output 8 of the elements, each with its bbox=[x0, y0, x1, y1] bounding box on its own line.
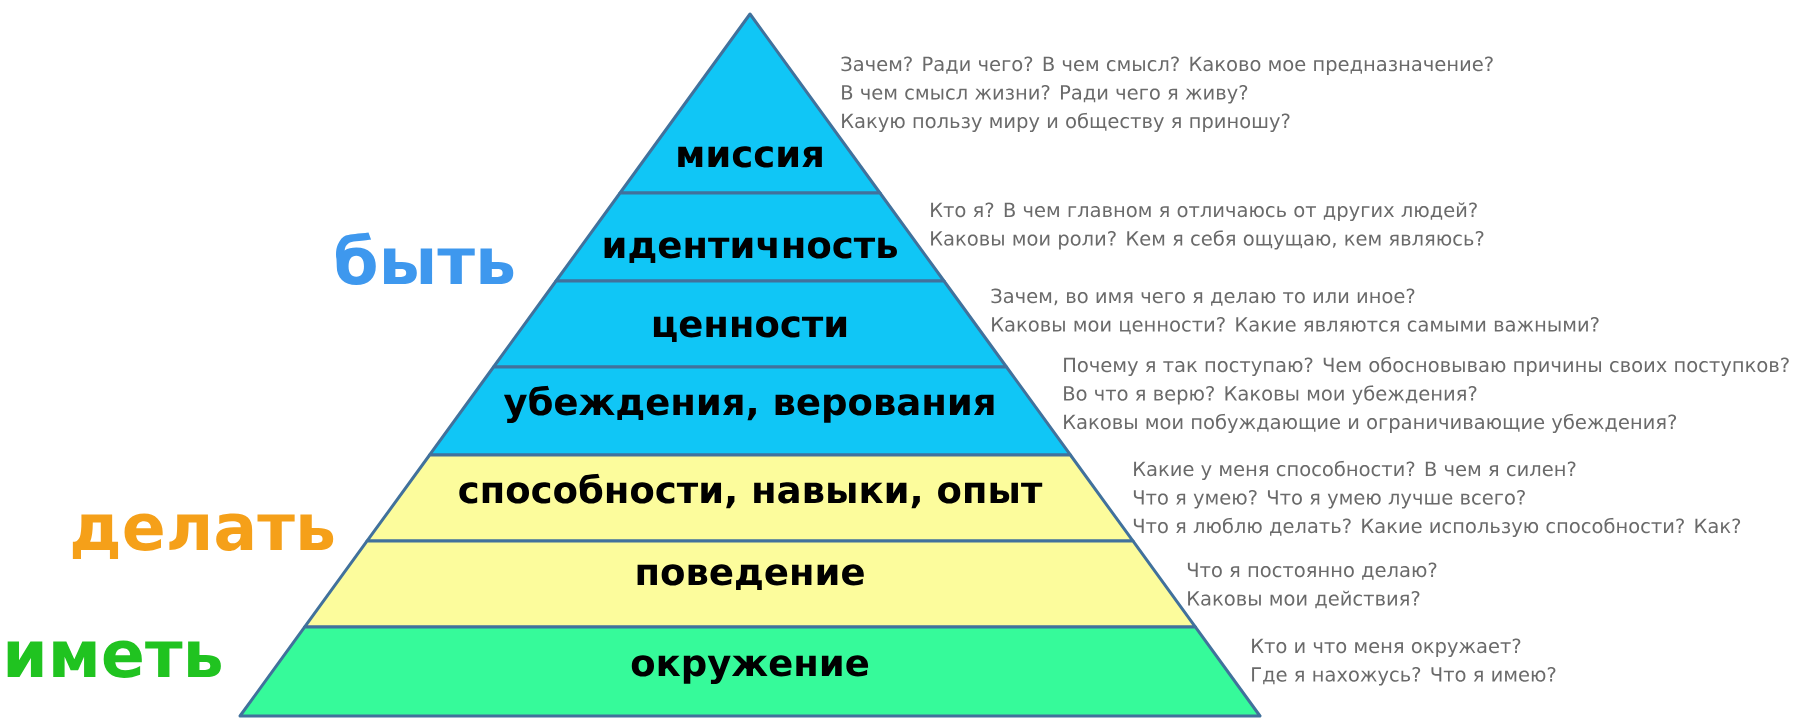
question-text: В чем смысл жизни? Ради чего я живу? bbox=[842, 85, 1248, 104]
question-text: Какую пользу миру и обществу я приношу? bbox=[842, 112, 1290, 133]
question-text: Что я умею? Что я умею лучше всего? bbox=[1133, 490, 1525, 509]
pyramid-level: способности, навыки, опыт bbox=[365, 453, 1135, 543]
question-text: Что я люблю делать? Какие использую способности? Как? bbox=[1133, 517, 1741, 538]
group-label: иметь bbox=[7, 640, 221, 678]
question-text: Зачем? Ради чего? В чем смысл? Каково мое предназначение? bbox=[841, 56, 1493, 76]
question-text: Какие у меня способности? В чем я силен? bbox=[1134, 460, 1576, 481]
